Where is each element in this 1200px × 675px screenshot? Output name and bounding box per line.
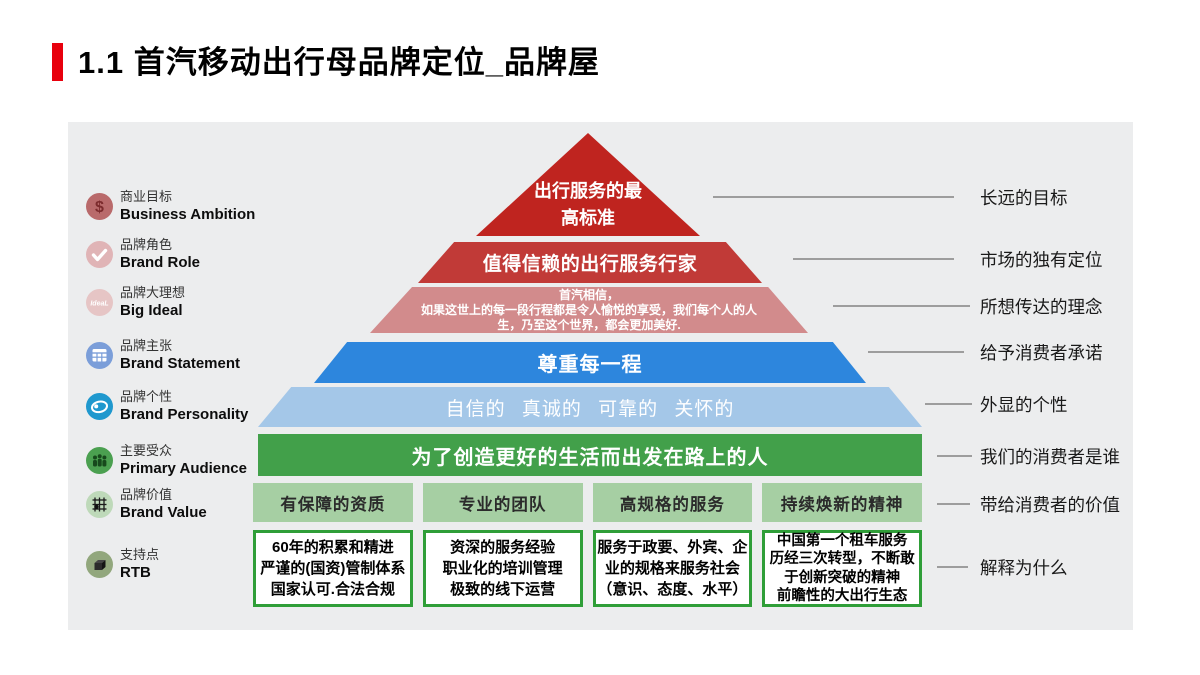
rtb-line: 国家认可.合法合规: [270, 581, 395, 599]
connector-line: [793, 258, 954, 260]
rtb-row: 60年的积累和精进 严谨的(国资)管制体系 国家认可.合法合规 资深的服务经验 …: [253, 530, 922, 607]
svg-text:IdeaL: IdeaL: [90, 301, 108, 308]
rtb-line: 前瞻性的大出行生态: [776, 587, 908, 604]
pyramid-role-text: 值得信赖的出行服务行家: [482, 254, 698, 275]
pyramid-ambition-line: 出行服务的最: [534, 181, 642, 201]
right-label: 长远的目标: [980, 188, 1068, 208]
pyramid-layer-brand-role: 值得信赖的出行服务行家: [418, 242, 762, 283]
personality-icon: [86, 393, 113, 420]
left-item-zh-label: 品牌价值: [120, 487, 173, 502]
left-item-zh-label: 支持点: [120, 547, 160, 562]
connector-line: [937, 503, 970, 505]
page-title: 1.1 首汽移动出行母品牌定位_品牌屋: [78, 45, 600, 80]
svg-text:$: $: [95, 199, 104, 216]
left-item-zh-label: 品牌大理想: [120, 285, 186, 300]
left-item-en-label: Brand Role: [120, 254, 201, 271]
right-label: 所想传达的理念: [980, 297, 1103, 317]
left-item-business-ambition: $ 商业目标 Business Ambition: [86, 189, 255, 224]
pyramid-personality-text: 自信的 真诚的 可靠的 关怀的: [445, 398, 735, 420]
left-item-en-label: Brand Value: [120, 504, 207, 521]
left-item-zh-label: 主要受众: [120, 443, 173, 458]
dollar-icon: $: [86, 193, 113, 220]
brand-value-box: 持续焕新的精神: [762, 483, 922, 522]
rtb-box: 服务于政要、外宾、企 业的规格来服务社会 （意识、态度、水平）: [592, 530, 753, 607]
rtb-line: 严谨的(国资)管制体系: [260, 559, 406, 577]
brand-value-box: 高规格的服务: [592, 483, 753, 522]
right-label: 解释为什么: [980, 558, 1068, 578]
pyramid-layer-big-ideal: 首汽相信， 如果这世上的每一段行程都是令人愉悦的享受，我们每个人的人 生，乃至这…: [370, 287, 808, 333]
rtb-line: 服务于政要、外宾、企: [597, 538, 748, 556]
left-item-zh-label: 商业目标: [120, 189, 173, 204]
pyramid-layer-primary-audience: 为了创造更好的生活而出发在路上的人: [258, 434, 922, 476]
brand-value-box: 有保障的资质: [253, 483, 413, 522]
pyramid-ambition-line: 高标准: [561, 208, 615, 228]
left-item-en-label: Brand Personality: [120, 406, 249, 423]
connector-line: [937, 566, 968, 568]
pyramid-layer-brand-statement: 尊重每一程: [314, 342, 866, 383]
ideal-icon: IdeaL: [86, 289, 113, 316]
pyramid-layer-brand-personality: 自信的 真诚的 可靠的 关怀的: [258, 387, 922, 427]
right-label: 给予消费者承诺: [980, 343, 1103, 363]
brand-value-box: 专业的团队: [422, 483, 583, 522]
rtb-line: 中国第一个租车服务: [776, 532, 908, 549]
left-item-primary-audience: 主要受众 Primary Audience: [86, 443, 247, 478]
connector-line: [868, 351, 964, 353]
pyramid-audience-text: 为了创造更好的生活而出发在路上的人: [411, 446, 769, 469]
left-item-brand-value: 品牌价值 Brand Value: [86, 487, 207, 522]
left-item-brand-role: 品牌角色 Brand Role: [86, 237, 200, 272]
connector-line: [833, 305, 970, 307]
pyramid-ideal-line: 首汽相信，: [558, 288, 619, 302]
cube-icon: [86, 551, 113, 578]
rtb-line: 60年的积累和精进: [272, 538, 394, 556]
rtb-line: 于创新突破的精神: [784, 569, 901, 586]
rtb-box: 60年的积累和精进 严谨的(国资)管制体系 国家认可.合法合规: [253, 530, 413, 607]
left-item-brand-personality: 品牌个性 Brand Personality: [86, 389, 248, 424]
left-item-brand-statement: 品牌主张 Brand Statement: [86, 338, 240, 373]
connector-line: [937, 455, 972, 457]
right-label: 带给消费者的价值: [980, 495, 1120, 515]
pyramid-layer-business-ambition: 出行服务的最 高标准: [476, 133, 700, 236]
connector-line: [925, 403, 972, 405]
left-item-zh-label: 品牌角色: [120, 237, 173, 252]
right-label: 外显的个性: [980, 395, 1068, 415]
title-accent-bar: [52, 43, 63, 81]
rtb-line: （意识、态度、水平）: [597, 581, 748, 599]
check-icon: [86, 241, 113, 268]
pyramid-statement-text: 尊重每一程: [537, 354, 643, 376]
left-item-en-label: Primary Audience: [120, 460, 247, 477]
audience-icon: [86, 447, 113, 474]
brand-house-panel: $ 商业目标 Business Ambition 品牌角色 Brand Role…: [68, 122, 1133, 630]
left-item-en-label: Big Ideal: [120, 302, 183, 319]
rtb-line: 资深的服务经验: [450, 538, 556, 556]
left-item-en-label: Business Ambition: [120, 206, 256, 223]
rtb-line: 历经三次转型，不断敢: [769, 551, 915, 568]
rtb-line: 职业化的培训管理: [442, 559, 563, 577]
left-item-zh-label: 品牌个性: [120, 389, 173, 404]
pyramid-ideal-line: 生，乃至这个世界，都会更加美好.: [497, 318, 681, 332]
left-item-en-label: RTB: [120, 564, 151, 581]
rtb-box: 中国第一个租车服务 历经三次转型，不断敢 于创新突破的精神 前瞻性的大出行生态: [762, 530, 922, 607]
pyramid-ideal-line: 如果这世上的每一段行程都是令人愉悦的享受，我们每个人的人: [420, 303, 757, 317]
right-label: 市场的独有定位: [980, 250, 1103, 270]
connector-line: [713, 196, 954, 198]
left-item-big-ideal: IdeaL 品牌大理想 Big Ideal: [86, 285, 185, 320]
rtb-line: 业的规格来服务社会: [604, 559, 740, 577]
rtb-box: 资深的服务经验 职业化的培训管理 极致的线下运营: [422, 530, 583, 607]
left-item-zh-label: 品牌主张: [120, 338, 173, 353]
rtb-line: 极致的线下运营: [450, 581, 556, 599]
window-icon: [86, 342, 113, 369]
grid-icon: [86, 491, 113, 518]
left-item-en-label: Brand Statement: [120, 355, 241, 372]
brand-value-row: 有保障的资质 专业的团队 高规格的服务 持续焕新的精神: [253, 483, 922, 522]
left-item-rtb: 支持点 RTB: [86, 547, 159, 582]
right-label: 我们的消费者是谁: [980, 447, 1120, 467]
